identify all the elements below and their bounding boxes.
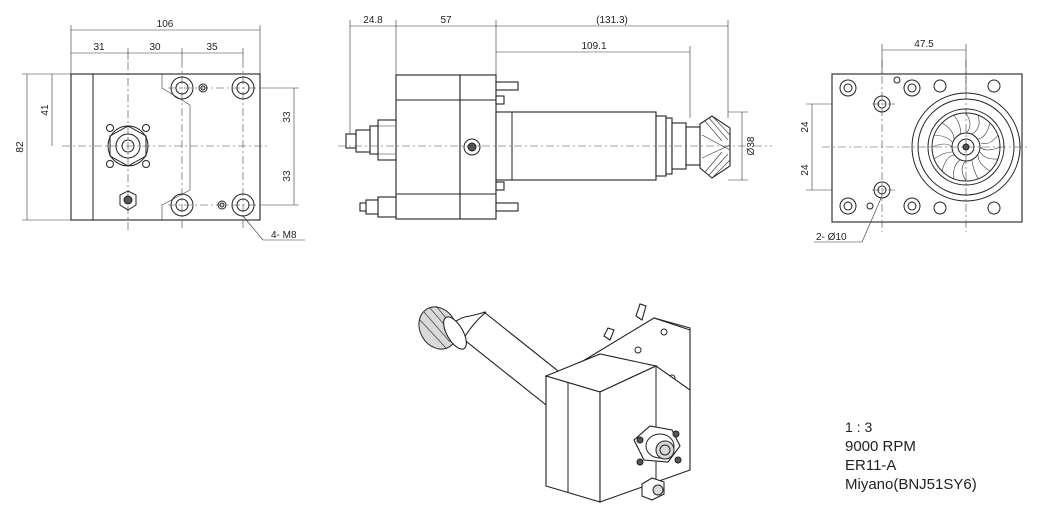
dim-hole-lower: 33 (282, 170, 293, 182)
dim-left-offset: 41 (40, 104, 51, 116)
note-speed: 9000 RPM (845, 438, 916, 455)
dim-seg-3: 35 (206, 42, 218, 53)
dim-lower: 24 (800, 164, 811, 176)
dim-diameter: Ø38 (746, 136, 757, 155)
dim-seg-1: 31 (93, 42, 105, 53)
note-machine: Miyano(BNJ51SY6) (845, 476, 977, 493)
dim-overall-width: 106 (157, 19, 174, 30)
front-view: 106 31 30 35 82 41 33 33 4- M8 (15, 19, 305, 241)
dim-width: 47.5 (914, 39, 934, 50)
dim-upper: 24 (800, 121, 811, 133)
dim-seg-2: 30 (149, 42, 161, 53)
dim-height: 82 (15, 141, 26, 153)
dim-shaft: 109.1 (581, 41, 606, 52)
callout-pins: 2- Ø10 (816, 232, 847, 243)
callout-threads: 4- M8 (271, 230, 297, 241)
note-collet: ER11-A (845, 457, 897, 474)
dim-total-ref: (131.3) (596, 15, 628, 26)
isometric-view (418, 303, 691, 503)
side-view: 24.8 57 (131.3) 109.1 Ø38 (338, 15, 772, 220)
dim-mid: 57 (440, 15, 452, 26)
dim-hole-upper: 33 (282, 111, 293, 123)
note-scale: 1 : 3 (845, 419, 873, 435)
dim-left: 24.8 (363, 15, 383, 26)
notes-block: 1 : 3 9000 RPM ER11-A Miyano(BNJ51SY6) (845, 418, 977, 494)
rear-view: 47.5 24 24 2- Ø10 (800, 39, 1030, 243)
